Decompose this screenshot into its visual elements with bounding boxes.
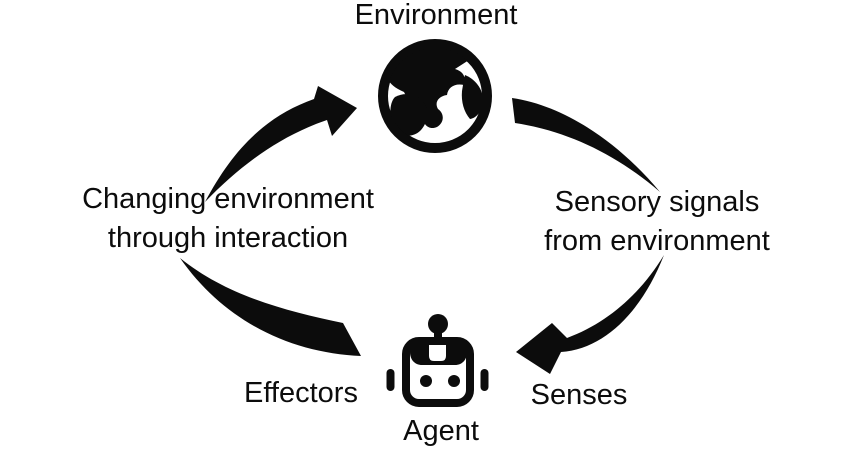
edge-label-line: through interaction bbox=[107, 222, 349, 254]
edge-label-agent-to-environment: Changing environment through interaction bbox=[82, 180, 374, 258]
edge-label-line: from environment bbox=[544, 225, 770, 257]
robot-icon bbox=[386, 314, 489, 407]
arrow-agent-to-environment-tail bbox=[180, 258, 361, 356]
edge-label-line: Sensory signals bbox=[554, 186, 760, 218]
globe-icon bbox=[378, 39, 492, 153]
robot-right-eye bbox=[448, 375, 460, 387]
arrow-environment-to-agent-head bbox=[516, 255, 664, 374]
robot-antenna-stem bbox=[434, 328, 442, 344]
effectors-label: Effectors bbox=[244, 377, 358, 409]
senses-label: Senses bbox=[530, 379, 628, 411]
arrow-agent-to-environment-head bbox=[205, 86, 357, 202]
environment-node-label: Environment bbox=[354, 0, 518, 31]
robot-visor-notch bbox=[429, 345, 446, 361]
robot-left-ear bbox=[386, 369, 395, 391]
arrow-environment-to-agent-tail bbox=[512, 98, 660, 192]
edge-label-environment-to-agent: Sensory signals from environment bbox=[544, 183, 770, 261]
agent-node-label: Agent bbox=[403, 415, 479, 447]
robot-left-eye bbox=[420, 375, 432, 387]
robot-antenna-ball bbox=[428, 314, 448, 334]
edge-label-line: Changing environment bbox=[82, 183, 374, 215]
robot-right-ear bbox=[480, 369, 489, 391]
